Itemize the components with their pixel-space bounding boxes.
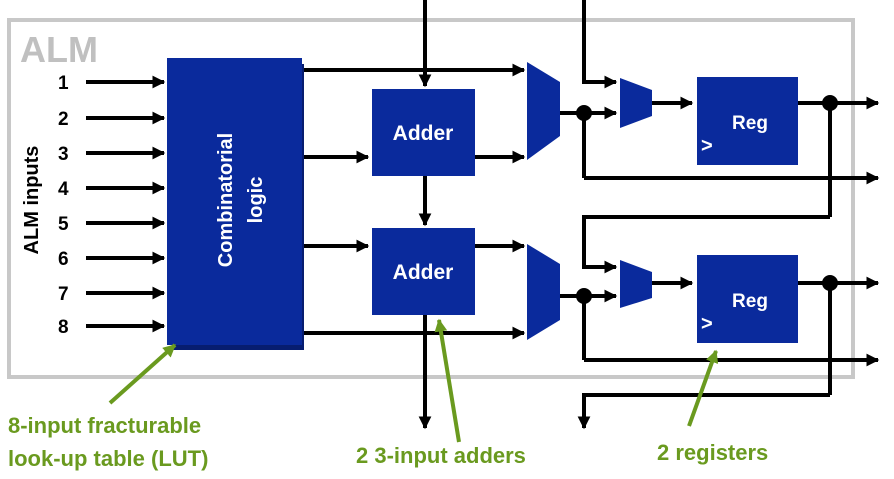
register-label-2: Reg <box>732 291 768 312</box>
alm-inputs-label: ALM inputs <box>21 146 43 255</box>
register-block-1 <box>697 77 798 165</box>
adder-label-2: Adder <box>393 261 454 284</box>
input-lines: 1 2 3 4 5 6 7 8 <box>58 73 166 338</box>
register-label-1: Reg <box>732 113 768 134</box>
reg-input-mux-1 <box>620 78 652 128</box>
adders-annotation: 2 3-input adders <box>356 443 526 468</box>
annotation-arrows <box>108 318 719 443</box>
input-number-2: 2 <box>58 109 69 130</box>
register-block-2 <box>697 255 798 343</box>
lut-annotation-line1: 8-input fracturable <box>8 413 201 438</box>
clock-marker-icon: > <box>701 135 713 157</box>
mux-2 <box>527 244 560 340</box>
mux-1 <box>527 62 560 160</box>
junction-dot <box>576 288 592 304</box>
lut-label-line1: Combinatorial <box>215 133 237 267</box>
alm-boundary <box>7 18 855 379</box>
junction-dot <box>822 95 838 111</box>
junction-dot <box>822 275 838 291</box>
registers-annotation: 2 registers <box>657 440 768 465</box>
clock-marker-icon: > <box>701 313 713 335</box>
input-number-6: 6 <box>58 249 69 270</box>
input-number-5: 5 <box>58 214 69 235</box>
reg-input-mux-2 <box>620 260 652 308</box>
lut-annotation-line2: look-up table (LUT) <box>8 446 208 471</box>
input-number-7: 7 <box>58 284 69 305</box>
adder-block-2 <box>372 228 475 315</box>
lut-label-line2: logic <box>245 177 267 224</box>
input-number-3: 3 <box>58 144 69 165</box>
adder-label-1: Adder <box>393 122 454 145</box>
input-number-4: 4 <box>58 179 69 200</box>
alm-title: ALM <box>20 29 98 70</box>
input-number-1: 1 <box>58 73 69 94</box>
wires <box>304 0 880 430</box>
adder-block-1 <box>372 89 475 176</box>
input-number-8: 8 <box>58 317 69 338</box>
junction-dot <box>576 105 592 121</box>
lut-block <box>167 58 302 345</box>
